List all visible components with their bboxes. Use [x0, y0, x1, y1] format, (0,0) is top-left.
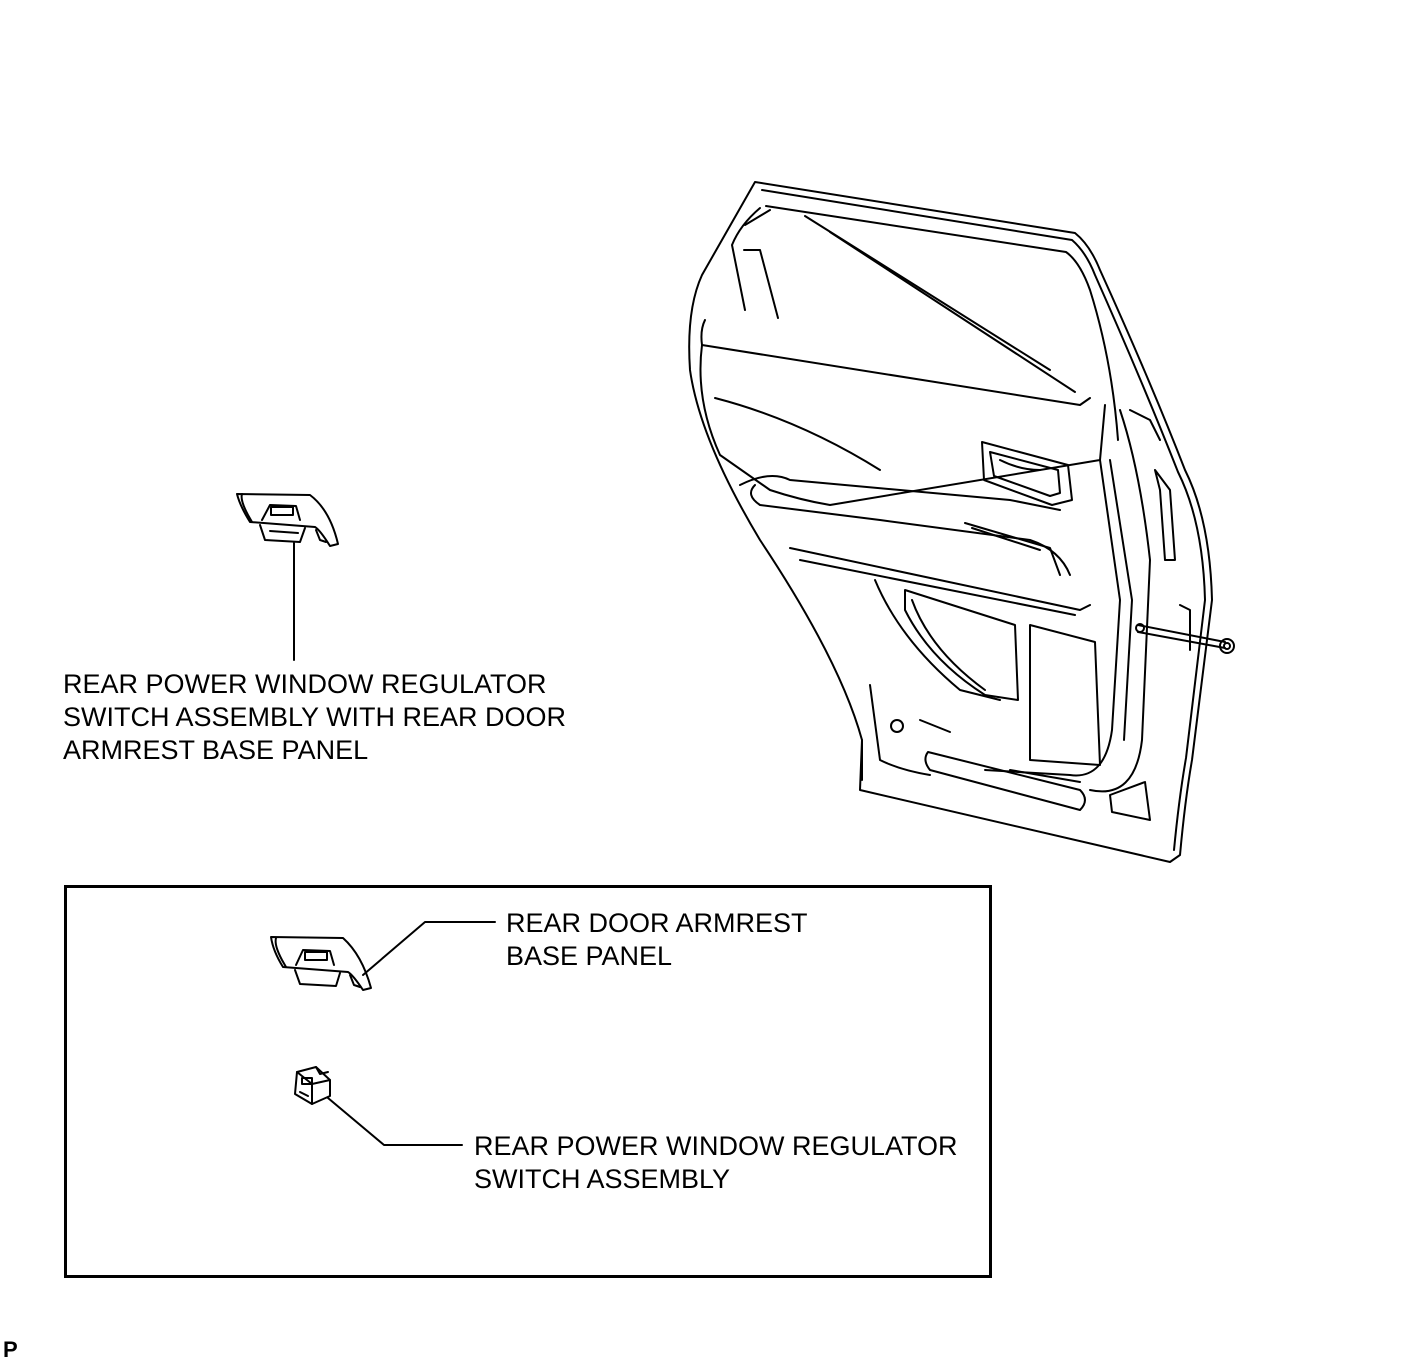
base-panel-label-line1: REAR DOOR ARMREST	[506, 908, 808, 938]
switch-label: REAR POWER WINDOW REGULATOR SWITCH ASSEM…	[474, 1130, 958, 1196]
assembly-label: REAR POWER WINDOW REGULATOR SWITCH ASSEM…	[63, 668, 566, 767]
corner-mark: P	[3, 1337, 18, 1362]
assembly-label-line2: SWITCH ASSEMBLY WITH REAR DOOR	[63, 702, 567, 732]
component-breakdown-box	[64, 885, 992, 1278]
switch-assembly-drawing	[236, 493, 339, 547]
assembly-label-line1: REAR POWER WINDOW REGULATOR	[63, 669, 547, 699]
switch-label-line1: REAR POWER WINDOW REGULATOR	[474, 1131, 958, 1161]
rear-door-drawing	[688, 181, 1235, 863]
base-panel-label-line2: BASE PANEL	[506, 941, 673, 971]
leader-line-base-panel	[362, 921, 496, 976]
assembly-label-line3: ARMREST BASE PANEL	[63, 735, 369, 765]
base-panel-label: REAR DOOR ARMREST BASE PANEL	[506, 907, 808, 973]
switch-label-line2: SWITCH ASSEMBLY	[474, 1164, 731, 1194]
base-panel-drawing	[270, 936, 372, 991]
switch-drawing	[294, 1066, 331, 1105]
leader-line-switch	[327, 1097, 463, 1146]
